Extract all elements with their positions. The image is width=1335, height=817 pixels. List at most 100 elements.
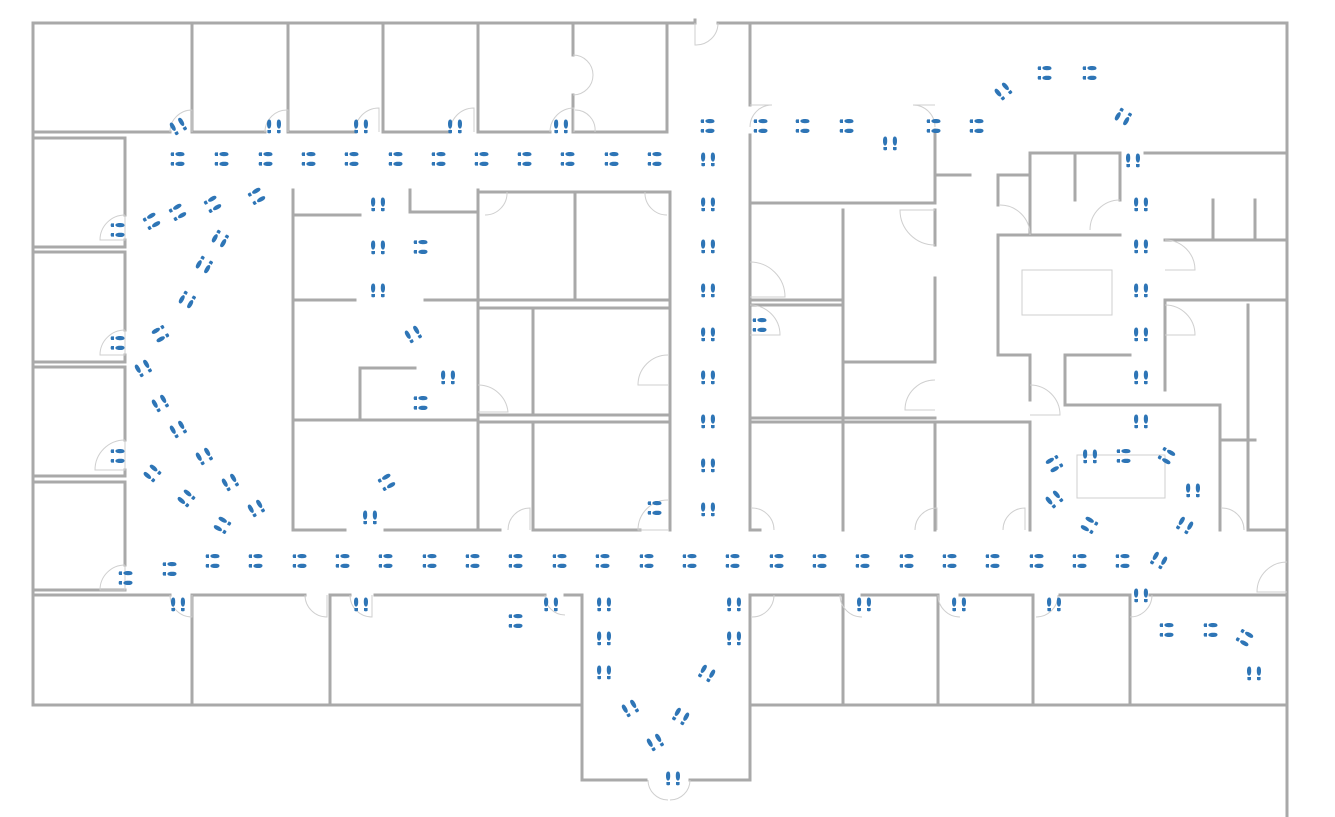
footprint-icon bbox=[1134, 588, 1148, 603]
footprint-icon bbox=[1134, 327, 1148, 342]
footprint-icon bbox=[769, 554, 784, 568]
footprint-icon bbox=[258, 152, 273, 166]
footprint-icon bbox=[170, 152, 185, 166]
footprint-icon bbox=[354, 119, 368, 134]
footprint-icon bbox=[168, 419, 188, 439]
footprint-icon bbox=[1044, 454, 1064, 474]
footprint-icon bbox=[508, 614, 523, 628]
footprint-icon bbox=[752, 318, 767, 332]
footprint-icon bbox=[1083, 449, 1097, 464]
room-fixtures bbox=[1021, 269, 1166, 499]
footprint-icon bbox=[552, 554, 567, 568]
footprint-icon bbox=[597, 665, 611, 680]
footprint-icon bbox=[700, 119, 715, 133]
footprint-icon bbox=[926, 119, 941, 133]
footprint-icon bbox=[194, 255, 214, 275]
footprint-icon bbox=[1149, 550, 1169, 570]
footprint-icon bbox=[1079, 515, 1099, 535]
conference-table bbox=[1021, 269, 1113, 316]
footprint-icon bbox=[171, 597, 185, 612]
footprint-icon bbox=[671, 706, 691, 726]
footprint-icon bbox=[701, 327, 715, 342]
footprint-icon bbox=[727, 597, 741, 612]
footprint-icon bbox=[1047, 597, 1061, 612]
footprint-icon bbox=[857, 597, 871, 612]
footprint-icon bbox=[985, 554, 1000, 568]
footprint-icon bbox=[666, 771, 680, 786]
footprint-icon bbox=[620, 698, 640, 718]
footprint-icon bbox=[246, 498, 266, 518]
footprint-icon bbox=[403, 324, 423, 344]
footprint-icon bbox=[1134, 283, 1148, 298]
footprint-icon bbox=[377, 472, 397, 492]
footprint-icon bbox=[247, 186, 267, 206]
footprint-icon bbox=[1235, 628, 1255, 648]
footprint-icon bbox=[604, 152, 619, 166]
footprint-icon bbox=[388, 152, 403, 166]
footprint-path bbox=[110, 66, 1261, 786]
footprint-icon bbox=[1186, 483, 1200, 498]
footprint-icon bbox=[969, 119, 984, 133]
footprint-icon bbox=[194, 446, 214, 466]
footprint-icon bbox=[248, 554, 263, 568]
footprint-icon bbox=[1126, 153, 1140, 168]
footprint-icon bbox=[1203, 623, 1218, 637]
footprint-icon bbox=[378, 554, 393, 568]
footprint-icon bbox=[701, 458, 715, 473]
building-walls bbox=[31, 18, 1289, 817]
footprint-icon bbox=[727, 631, 741, 646]
footprint-icon bbox=[110, 449, 125, 463]
footprint-icon bbox=[176, 488, 197, 509]
footprint-icon bbox=[354, 597, 368, 612]
footprint-icon bbox=[110, 336, 125, 350]
footprint-icon bbox=[701, 283, 715, 298]
footprint-icon bbox=[363, 510, 377, 525]
footprint-icon bbox=[1247, 666, 1261, 681]
footprint-icon bbox=[448, 119, 462, 134]
footprint-icon bbox=[371, 283, 385, 298]
footprint-icon bbox=[422, 554, 437, 568]
footprint-icon bbox=[560, 152, 575, 166]
footprint-icon bbox=[344, 152, 359, 166]
footprint-icon bbox=[150, 324, 170, 344]
footprint-icon bbox=[952, 597, 966, 612]
footprint-icon bbox=[205, 554, 220, 568]
footprint-icon bbox=[517, 152, 532, 166]
footprint-icon bbox=[993, 81, 1014, 102]
footprint-icon bbox=[212, 515, 232, 535]
footprint-icon bbox=[1134, 197, 1148, 212]
footprint-icon bbox=[597, 631, 611, 646]
footprint-icon bbox=[441, 370, 455, 385]
footprint-icon bbox=[508, 554, 523, 568]
footprint-icon bbox=[168, 116, 188, 136]
footprint-icon bbox=[1116, 449, 1131, 463]
footprint-icon bbox=[142, 463, 163, 484]
footprint-icon bbox=[701, 370, 715, 385]
footprint-icon bbox=[701, 414, 715, 429]
footprint-icon bbox=[371, 197, 385, 212]
footprint-icon bbox=[883, 136, 897, 151]
footprint-icon bbox=[942, 554, 957, 568]
door-swings bbox=[94, 22, 1288, 801]
footprint-icon bbox=[1134, 370, 1148, 385]
footprint-icon bbox=[1134, 414, 1148, 429]
footprint-icon bbox=[1113, 107, 1133, 127]
footprint-icon bbox=[1175, 515, 1195, 535]
footprint-icon bbox=[597, 597, 611, 612]
footprint-icon bbox=[177, 290, 197, 310]
footprint-icon bbox=[465, 554, 480, 568]
footprint-icon bbox=[371, 240, 385, 255]
footprint-icon bbox=[554, 119, 568, 134]
footprint-icon bbox=[647, 152, 662, 166]
footprint-icon bbox=[133, 358, 153, 378]
footprint-icon bbox=[335, 554, 350, 568]
footprint-icon bbox=[647, 501, 662, 515]
footprint-icon bbox=[753, 119, 768, 133]
footprint-icon bbox=[682, 554, 697, 568]
footprint-icon bbox=[413, 240, 428, 254]
footprint-icon bbox=[812, 554, 827, 568]
footprint-icon bbox=[110, 223, 125, 237]
footprint-icon bbox=[292, 554, 307, 568]
footprint-icon bbox=[701, 239, 715, 254]
